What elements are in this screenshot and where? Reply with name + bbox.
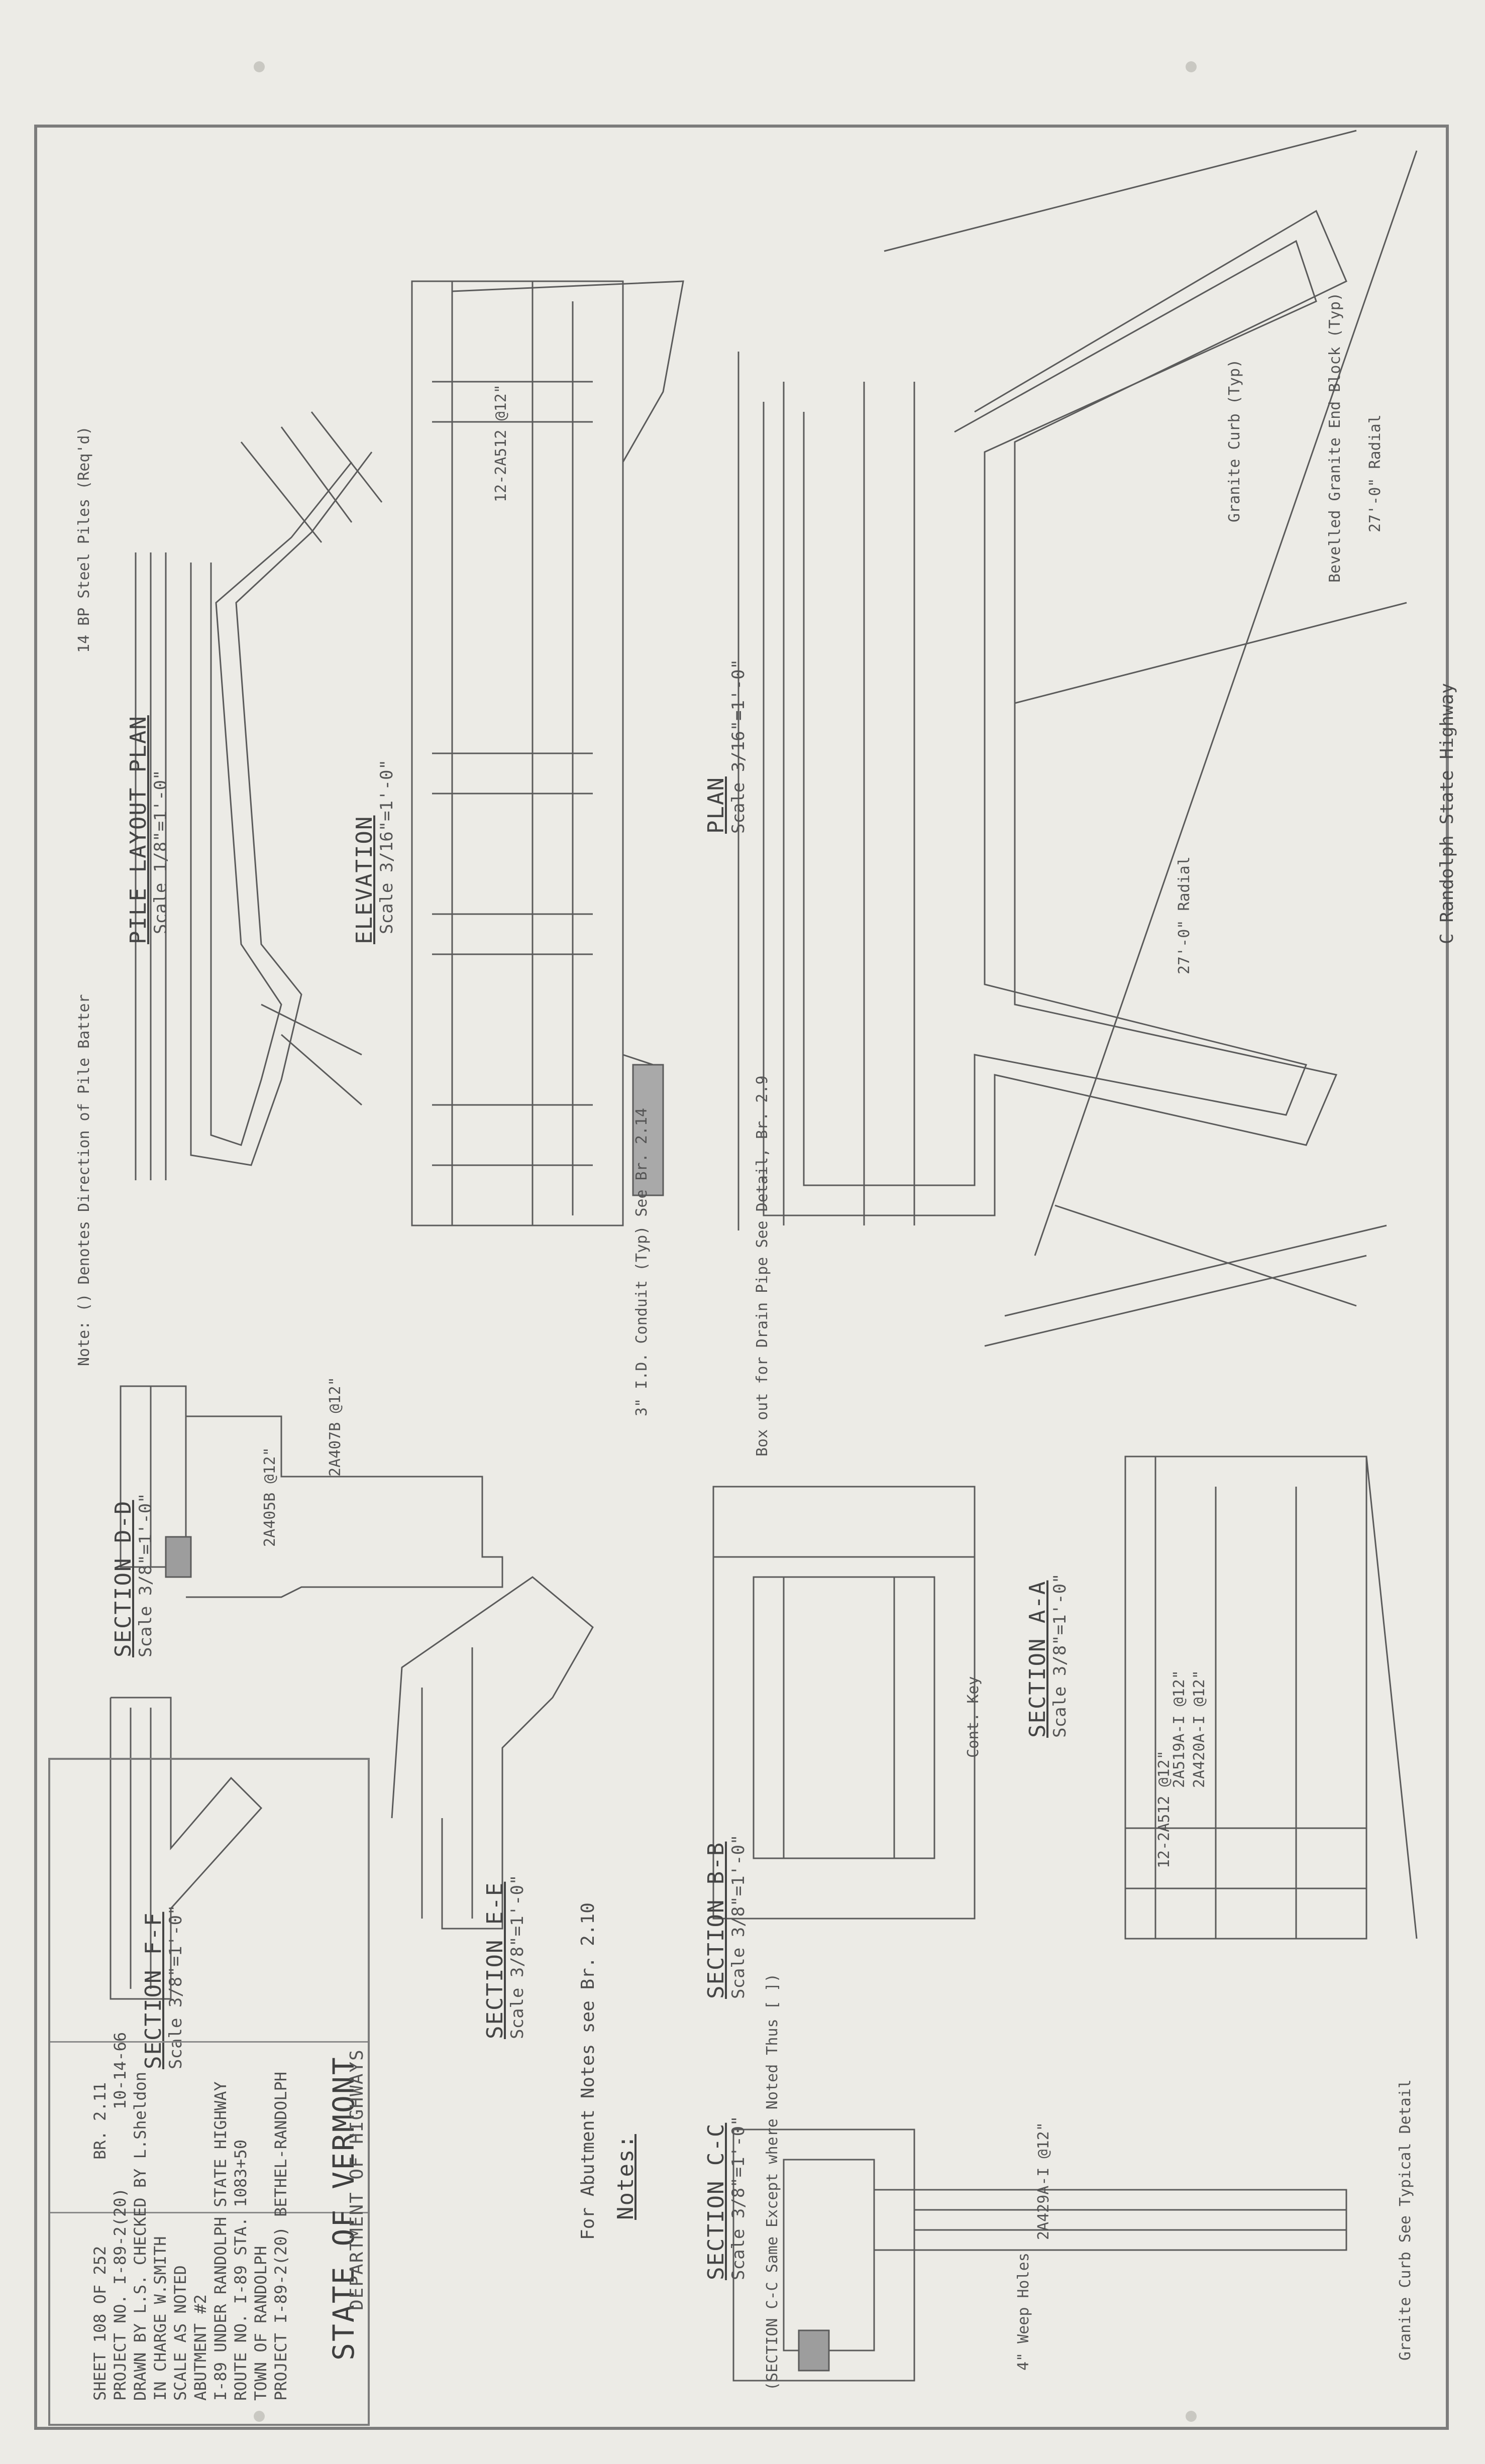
rebar-callout: 2A519A-I @12" <box>1171 1670 1188 1788</box>
title-block-sheet-no: SHEET 108 OF 252 <box>90 2246 110 2401</box>
plan-drawing <box>737 130 1418 1347</box>
section-b-scale: Scale 3/8"=1'-0" <box>728 1834 749 1999</box>
title-block-date: 10-14-66 <box>111 2032 130 2109</box>
title-block-br: BR. 2.11 <box>90 2082 110 2160</box>
section-c-scale: Scale 3/8"=1'-0" <box>728 2115 749 2280</box>
section-c-title: SECTION C-C <box>703 2122 729 2280</box>
weep-hole-callout: 4" Weep Holes <box>1015 2253 1032 2371</box>
notes-body: For Abutment Notes see Br. 2.10 <box>578 1902 598 2240</box>
plan-title: PLAN <box>703 776 729 834</box>
punch-hole <box>254 2411 265 2422</box>
section-d-scale: Scale 3/8"=1'-0" <box>136 1493 156 1657</box>
curb-callout: Granite Curb See Typical Detail <box>1397 2079 1414 2361</box>
rebar-callout: 2A405B @12" <box>261 1447 279 1547</box>
section-d-title: SECTION D-D <box>111 1500 136 1657</box>
elevation-scale: Scale 3/16"=1'-0" <box>377 759 397 934</box>
elevation-title: ELEVATION <box>352 815 377 944</box>
section-f-drawing <box>110 1697 263 2000</box>
rebar-callout: 12-2A512 @12" <box>1155 1750 1173 1868</box>
rebar-callout: 2A429A-I @12" <box>1035 2122 1052 2240</box>
title-block-scale: SCALE AS NOTED <box>171 2265 190 2401</box>
section-a-scale: Scale 3/8"=1'-0" <box>1050 1573 1070 1738</box>
title-block-in-charge: IN CHARGE W.SMITH <box>151 2236 170 2401</box>
pile-layout-footnote: Note: () Denotes Direction of Pile Batte… <box>75 994 93 1366</box>
section-e-title: SECTION E-E <box>482 1881 508 2039</box>
elevation-drawing <box>411 280 684 1226</box>
title-block-sheet-title: ABUTMENT #2 <box>191 2294 210 2401</box>
section-e-drawing <box>391 1576 594 1930</box>
section-a-title: SECTION A-A <box>1025 1580 1050 1738</box>
plan-curb-label: Granite Curb (Typ) <box>1226 359 1243 522</box>
rebar-callout: 2A407B @12" <box>327 1377 344 1477</box>
section-e-scale: Scale 3/8"=1'-0" <box>507 1874 527 2039</box>
title-block-bridge: I-89 UNDER RANDOLPH STATE HIGHWAY <box>211 2081 230 2401</box>
rebar-callout: 2A420A-I @12" <box>1191 1670 1208 1788</box>
plan-radial-label: 27'-0" Radial <box>1176 856 1193 974</box>
title-block <box>48 1758 370 2426</box>
pile-layout-title: PILE LAYOUT PLAN <box>126 715 151 944</box>
rebar-callout: 12-2A512 @12" <box>492 384 510 502</box>
key-callout: Cont. Key <box>965 1676 982 1758</box>
title-block-department: DEPARTMENT OF HIGHWAYS <box>347 2049 367 2310</box>
section-b-title: SECTION B-B <box>703 1841 729 1999</box>
section-a-drawing <box>1124 1455 1418 1940</box>
plan-end-block-label: Bevelled Granite End Block (Typ) <box>1326 292 1344 583</box>
pile-layout-scale: Scale 1/8"=1'-0" <box>151 769 171 934</box>
notes-heading: Notes: <box>613 2134 639 2220</box>
plan-radial-label: 27'-0" Radial <box>1366 414 1384 532</box>
pile-layout-note: 14 BP Steel Piles (Req'd) <box>75 426 93 653</box>
punch-hole <box>1186 61 1197 72</box>
title-block-town: TOWN OF RANDOLPH <box>251 2246 270 2401</box>
elevation-conduit-note: 3" I.D. Conduit (Typ) See Br. 2.14 <box>633 1107 651 1416</box>
drawing-border <box>34 125 1449 2430</box>
plan-scale: Scale 3/16"=1'-0" <box>728 659 749 834</box>
plan-highway-label: C Randolph State Highway <box>1437 683 1457 944</box>
punch-hole <box>254 61 265 72</box>
plan-drain-note: Box out for Drain Pipe See Detail, Br. 2… <box>754 1075 771 1457</box>
section-c-drawing <box>732 2129 1347 2382</box>
section-b-drawing <box>712 1486 976 1920</box>
title-block-route: ROUTE NO. I-89 STA. 1083+50 <box>231 2139 250 2401</box>
title-block-project-no: PROJECT NO. I-89-2(20) <box>111 2188 130 2401</box>
pile-layout-drawing <box>135 411 383 1180</box>
title-block-project: PROJECT I-89-2(20) BETHEL-RANDOLPH <box>271 2071 290 2401</box>
section-d-drawing <box>120 1385 503 1598</box>
punch-hole <box>1186 2411 1197 2422</box>
title-block-drawn-by: DRAWN BY L.S. CHECKED BY L.Sheldon <box>131 2071 150 2401</box>
section-c-note: (SECTION C-C Same Except where Noted Thu… <box>764 1973 781 2391</box>
